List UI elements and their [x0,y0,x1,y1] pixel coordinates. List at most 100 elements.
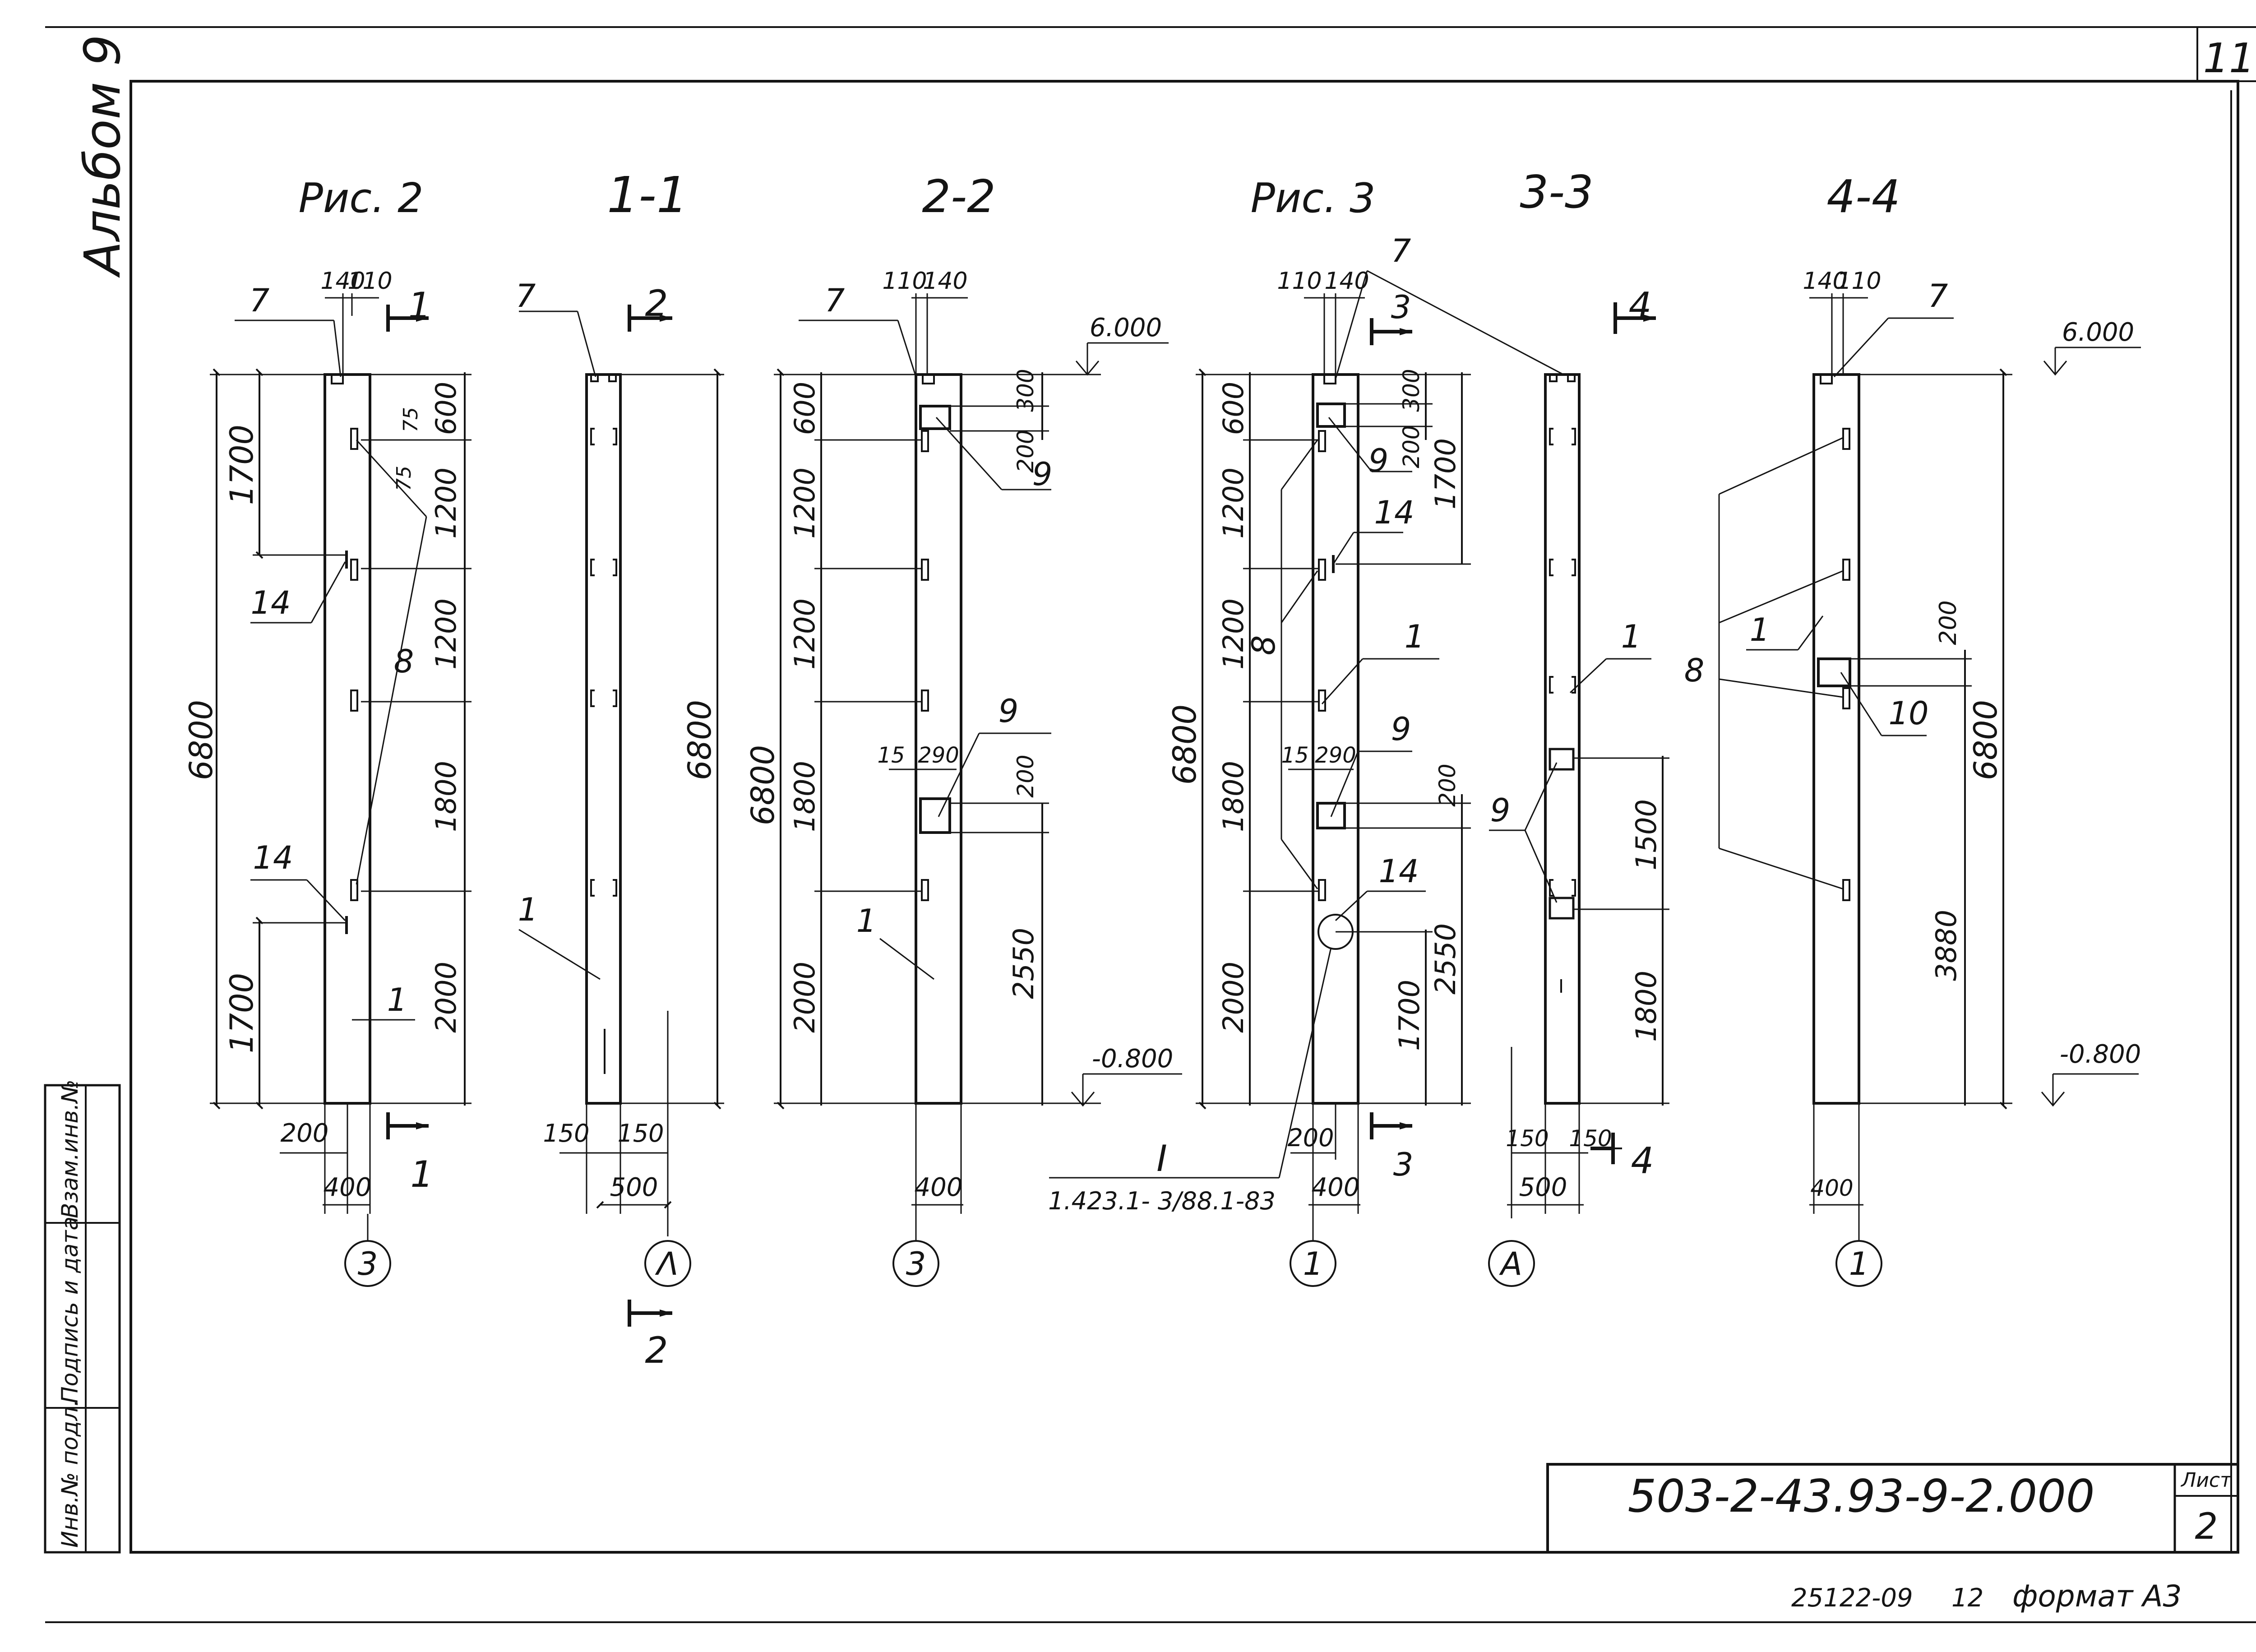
dim-top: 140 [1324,268,1369,295]
cut-mark: 4 [1629,285,1652,327]
dim-small: 75 [399,407,422,432]
detail-mark: I [1156,1138,1167,1180]
dim-top: 110 [1277,268,1322,295]
dim-bottom: 200 [281,1119,329,1148]
axis-label: Λ [655,1245,679,1282]
dim-width: 500 [610,1173,658,1202]
stamp-signature-date: Подпись и дата [57,1217,83,1403]
callout: 9 [1490,792,1511,829]
dim-right: 3880 [1930,910,1963,981]
embedded-plate [921,689,929,712]
dim-bottom: 150 [617,1119,664,1148]
opening-9 [1316,802,1346,829]
embedded-plate [350,428,358,450]
dim-right: 300 [1012,369,1039,412]
dim-left: 1200 [788,467,821,539]
callout: 9 [1032,456,1053,493]
callout: 1 [856,902,877,939]
axis-bubble [1488,1240,1535,1287]
callout: 7 [516,278,536,315]
opening-9 [1549,897,1575,920]
axis-bubble [644,1240,691,1287]
sheet-number: 2 [2195,1505,2218,1547]
view-section-3-3: 3-3 1500 1800 150 150 500 1 9 4 4 [1488,166,1669,1287]
title-block: 503-2-43.93-9-2.000 Лист 2 [1546,1463,2239,1554]
footer: 25122-09 12 формат А3 [1791,1579,2182,1614]
embedded-plate [350,879,358,901]
column-body [1312,373,1359,1105]
footer-page: 12 [1951,1583,1983,1613]
album-label: Альбом 9 [74,35,131,278]
dim-right: 1700 [1393,980,1426,1051]
embedded-plate [350,559,358,581]
dim-overall: 6800 [1967,700,2004,780]
callout: 1 [1405,618,1425,655]
opening-9 [919,405,951,430]
dim-left: 1700 [223,973,260,1053]
dim-top: 110 [1836,268,1881,295]
dim-right: 1200 [430,598,462,670]
dim-overall: 6800 [183,700,220,780]
callout: 9 [1368,442,1389,479]
dim-right: 200 [1012,754,1039,797]
dim-left: 1200 [1217,467,1250,539]
level: -0.800 [2060,1040,2141,1069]
dim-right: 200 [1935,600,1962,645]
opening-10 [1817,657,1851,687]
callout: 9 [999,693,1019,730]
callout: 1 [387,981,407,1018]
side-stamp: Инв.№ подл. Подпись и дата Взам.инв.№ [44,1079,121,1554]
dim-overall: 6800 [744,745,781,825]
dim-right: 2000 [430,962,462,1033]
callout: 8 [394,643,414,680]
sheet-label: Лист [2180,1469,2232,1492]
detail-ref: 1.423.1- 3/88.1-83 [1048,1187,1276,1215]
callout: 14 [253,839,293,876]
callout: 14 [1374,494,1414,531]
view-title: 4-4 [1826,170,1900,223]
cut-mark: 3 [1391,289,1411,326]
embedded-plate [1842,879,1850,901]
embedded-plate [1318,559,1326,581]
view-title: Рис. 2 [299,175,424,222]
stamp-inv-no: Инв.№ подл. [57,1399,83,1548]
dim-left: 1800 [1217,761,1250,832]
dim-left: 2000 [1217,962,1250,1033]
embedded-plate [1842,687,1850,709]
dim-small: 75 [393,466,416,491]
dim-width: 400 [915,1173,963,1202]
dim-left: 600 [1217,382,1250,435]
view-section-4-4: 4-4 140 110 6800 200 3880 6.000 -0.800 [1684,170,2141,1287]
cut-mark: 4 [1631,1140,1654,1182]
dim-top: 140 [320,268,365,295]
dim-left: 2000 [788,962,821,1033]
dim-left: 1800 [788,761,821,832]
view-fig3: Рис. 3 6800 600 1200 1200 1800 2000 [1048,175,1564,1287]
dim-overall: 6800 [681,700,718,780]
footer-order: 25122-09 [1791,1583,1913,1613]
cut-mark: 3 [1393,1146,1414,1183]
dim-top: 140 [923,268,967,295]
dim-overall: 6800 [1166,704,1203,785]
sheet-corner-number: 11 [2203,35,2255,82]
dim-opening: 290 [1315,743,1356,768]
dim-top: 110 [882,268,927,295]
dim-right: 200 [1434,764,1461,806]
callout: 10 [1888,695,1928,732]
view-title: 1-1 [607,166,688,224]
cut-mark: 1 [411,1153,434,1195]
footer-format: формат А3 [2012,1579,2182,1614]
embedded-plate [350,689,358,712]
column-body [324,373,371,1105]
embedded-plate [921,430,929,452]
dim-top: 110 [347,268,392,295]
opening-9 [1316,403,1346,428]
embedded-plate [1842,559,1850,581]
callout: 8 [1245,635,1282,656]
dim-right: 1500 [1630,799,1663,870]
drawing-code: 503-2-43.93-9-2.000 [1627,1470,2094,1522]
dim-right: 600 [430,382,462,435]
dim-left: 1200 [1217,598,1250,670]
dim-right: 1800 [430,761,462,832]
